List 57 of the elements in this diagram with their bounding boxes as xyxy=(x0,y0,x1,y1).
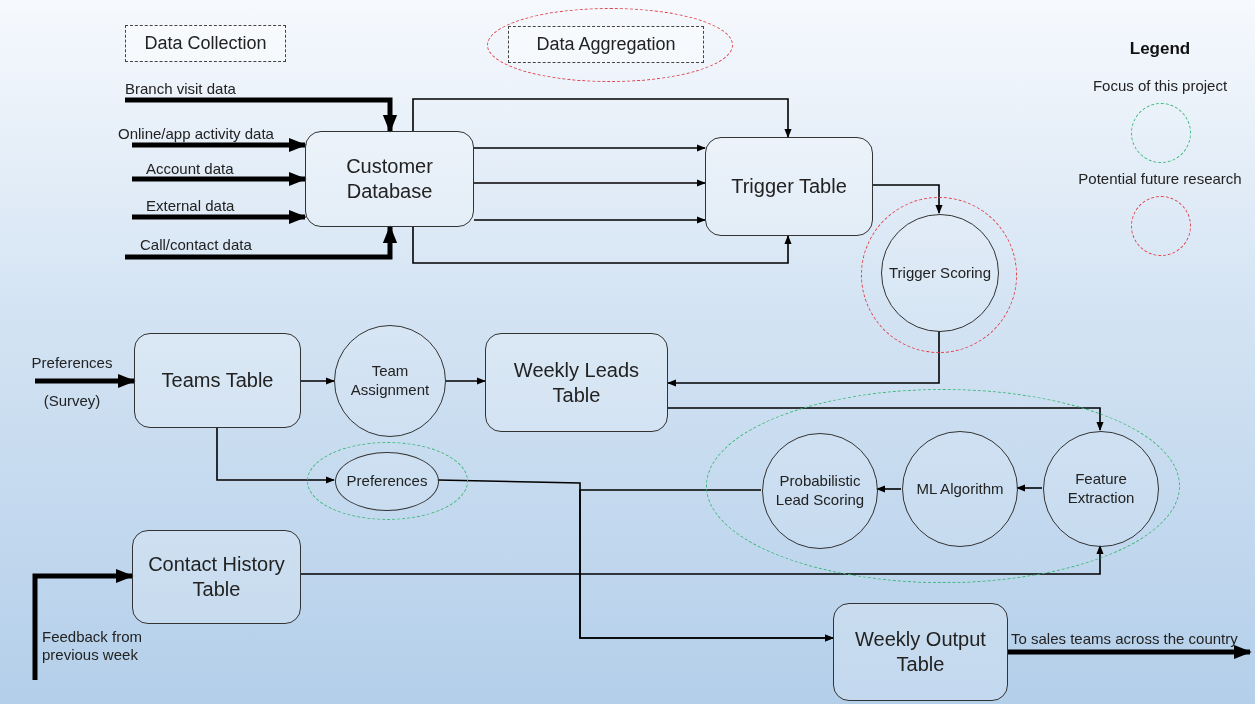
arrow xyxy=(300,545,1104,575)
process-box xyxy=(705,137,873,236)
process-box xyxy=(833,603,1008,701)
process-box xyxy=(134,333,301,428)
arrow xyxy=(667,330,940,387)
arrow xyxy=(132,171,307,187)
arrow xyxy=(412,98,792,138)
node-label: Trigger Table xyxy=(730,174,848,199)
legend-label: Potential future research xyxy=(1077,169,1243,189)
node-label: Data Aggregation xyxy=(535,33,677,56)
edge-label: Preferences (Survey) xyxy=(30,353,114,411)
process-ellipse xyxy=(335,452,439,511)
arrow xyxy=(445,377,486,385)
legend-title: Legend xyxy=(1128,38,1192,60)
node-label: Weekly Leads Table xyxy=(512,357,641,408)
arrow xyxy=(132,209,307,225)
node-label: Weekly Output Table xyxy=(854,627,987,677)
arrow xyxy=(876,485,902,493)
arrow xyxy=(473,144,706,152)
arrow xyxy=(667,407,1104,431)
process-box xyxy=(305,131,474,227)
edge-label: Feedback from previous week xyxy=(42,628,144,664)
edge-label: Branch visit data xyxy=(125,80,237,98)
arrow xyxy=(579,489,834,642)
node-label: Teams Table xyxy=(160,368,275,393)
edge-label: Call/contact data xyxy=(140,236,253,254)
arrow xyxy=(125,225,398,260)
process-box xyxy=(132,530,301,624)
legend-label: Focus of this project xyxy=(1091,76,1229,96)
edge-label: External data xyxy=(146,197,236,215)
arrow xyxy=(125,97,398,133)
node-label: Trigger Scoring xyxy=(888,263,992,283)
arrow xyxy=(1016,484,1043,492)
arrow xyxy=(1008,644,1252,660)
section-label-box xyxy=(125,25,286,62)
node-label: Team Assignment xyxy=(349,362,431,400)
arrow xyxy=(872,184,943,214)
arrow xyxy=(132,137,307,153)
node-label: Customer Database xyxy=(345,154,434,204)
node-label: Preferences xyxy=(345,472,429,491)
node-label: Contact History Table xyxy=(147,552,286,602)
arrow xyxy=(473,179,706,187)
edge-label: Online/app activity data xyxy=(118,125,275,143)
edge-label: Account data xyxy=(146,160,235,178)
node-label: ML Algorithm xyxy=(915,479,1005,499)
node-label: Feature Extraction xyxy=(1066,470,1136,508)
node-label: Probabilistic Lead Scoring xyxy=(774,472,866,510)
arrow xyxy=(473,216,706,224)
arrow xyxy=(300,377,335,385)
arrow xyxy=(216,427,335,484)
arrow xyxy=(35,373,136,389)
arrow xyxy=(412,226,792,264)
process-box xyxy=(485,333,668,432)
arrow xyxy=(32,568,134,680)
node-label: Data Collection xyxy=(143,32,268,55)
section-label-box xyxy=(508,26,704,63)
edge-label: To sales teams across the country xyxy=(1011,630,1239,648)
